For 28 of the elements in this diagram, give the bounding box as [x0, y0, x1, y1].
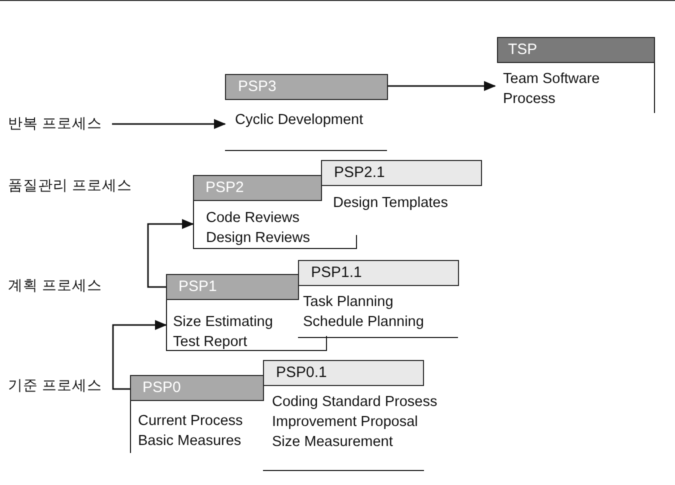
description-text: Team Software Process — [503, 70, 601, 109]
process-box — [298, 260, 458, 338]
description-text: Design Templates — [333, 194, 449, 213]
description-text: Task Planning Schedule Planning — [303, 293, 425, 332]
arrow — [147, 219, 194, 288]
description-text: Cyclic Development — [235, 111, 364, 130]
description-text: Code Reviews Design Reviews — [206, 209, 311, 248]
title-bar: PSP3 — [225, 74, 388, 100]
title-bar: PSP0.1 — [263, 360, 424, 386]
process-box — [130, 375, 263, 453]
arrow — [388, 81, 496, 91]
process-box — [497, 37, 655, 113]
title-bar: PSP2.1 — [321, 160, 482, 186]
title-bar: PSP1 — [166, 274, 298, 300]
stage-label: 기준 프로세스 — [8, 377, 102, 395]
title-bar: TSP — [497, 37, 655, 63]
description-text: Coding Standard Prosess Improvement Proposal Size Measurement — [272, 393, 438, 452]
description-text: Size Estimating Test Report — [173, 313, 274, 352]
title-bar: PSP2 — [192, 175, 322, 201]
stage-label: 반복 프로세스 — [8, 114, 102, 133]
process-box — [225, 74, 387, 151]
description-text: Current Process Basic Measures — [138, 412, 244, 451]
title-bar: PSP1.1 — [298, 260, 459, 286]
stage-label: 품질관리 프로세스 — [8, 177, 132, 195]
arrow — [112, 119, 226, 129]
stage-label: 계획 프로세스 — [8, 277, 102, 295]
title-bar: PSP0 — [130, 375, 264, 401]
arrow — [112, 320, 167, 390]
